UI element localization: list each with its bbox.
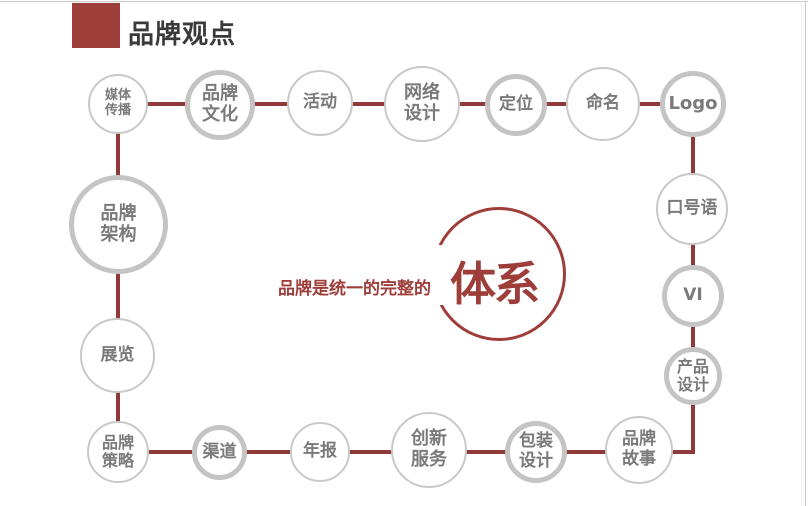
node-brand-culture[interactable]: 品牌 文化 bbox=[185, 70, 255, 140]
node-annual-report[interactable]: 年报 bbox=[290, 422, 350, 482]
node-label: 命名 bbox=[586, 93, 620, 114]
node-label: 活动 bbox=[303, 92, 337, 113]
node-exhibition[interactable]: 展览 bbox=[80, 318, 155, 393]
node-label: 媒体 传播 bbox=[104, 88, 131, 118]
node-channel[interactable]: 渠道 bbox=[192, 425, 247, 480]
node-label: Logo bbox=[668, 92, 718, 114]
node-label: 展览 bbox=[100, 344, 135, 365]
node-brand-strategy[interactable]: 品牌 策略 bbox=[87, 421, 149, 483]
node-innovation-service[interactable]: 创新 服务 bbox=[391, 412, 467, 488]
node-web-design[interactable]: 网络 设计 bbox=[384, 66, 460, 142]
center-ring-gap bbox=[420, 245, 455, 305]
node-naming[interactable]: 命名 bbox=[566, 67, 640, 141]
node-brand-story[interactable]: 品牌 故事 bbox=[605, 416, 673, 484]
node-label: 创新 服务 bbox=[411, 428, 447, 470]
node-label: 品牌 架构 bbox=[100, 202, 137, 245]
node-logo[interactable]: Logo bbox=[660, 71, 726, 137]
node-label: 定位 bbox=[499, 94, 533, 115]
node-packaging-design[interactable]: 包装 设计 bbox=[505, 421, 567, 483]
node-label: 品牌 策略 bbox=[101, 432, 134, 470]
center-title: 体系 bbox=[450, 257, 540, 311]
node-slogan[interactable]: 口号语 bbox=[656, 173, 728, 245]
node-brand-architecture[interactable]: 品牌 架构 bbox=[69, 175, 168, 274]
node-label: 品牌 文化 bbox=[202, 83, 238, 125]
node-label: 口号语 bbox=[666, 198, 718, 219]
page-title: 品牌观点 bbox=[128, 20, 237, 50]
connector-left bbox=[116, 104, 120, 454]
node-label: VI bbox=[683, 285, 703, 306]
node-label: 年报 bbox=[303, 441, 337, 462]
node-product-design[interactable]: 产品 设计 bbox=[664, 347, 722, 405]
node-media[interactable]: 媒体 传播 bbox=[88, 74, 148, 134]
node-label: 包装 设计 bbox=[519, 431, 553, 471]
center-subtitle: 品牌是统一的完整的 bbox=[278, 279, 431, 299]
frame-top-border bbox=[0, 1, 808, 2]
frame-right-border bbox=[805, 1, 806, 506]
node-positioning[interactable]: 定位 bbox=[485, 74, 547, 136]
node-label: 渠道 bbox=[202, 441, 237, 462]
node-activity[interactable]: 活动 bbox=[287, 70, 353, 136]
node-label: 产品 设计 bbox=[676, 356, 709, 394]
node-label: 网络 设计 bbox=[404, 82, 440, 124]
title-accent-block bbox=[72, 3, 120, 48]
node-vi[interactable]: VI bbox=[662, 265, 724, 327]
node-label: 品牌 故事 bbox=[622, 429, 656, 469]
frame-right-shadow bbox=[801, 1, 802, 506]
